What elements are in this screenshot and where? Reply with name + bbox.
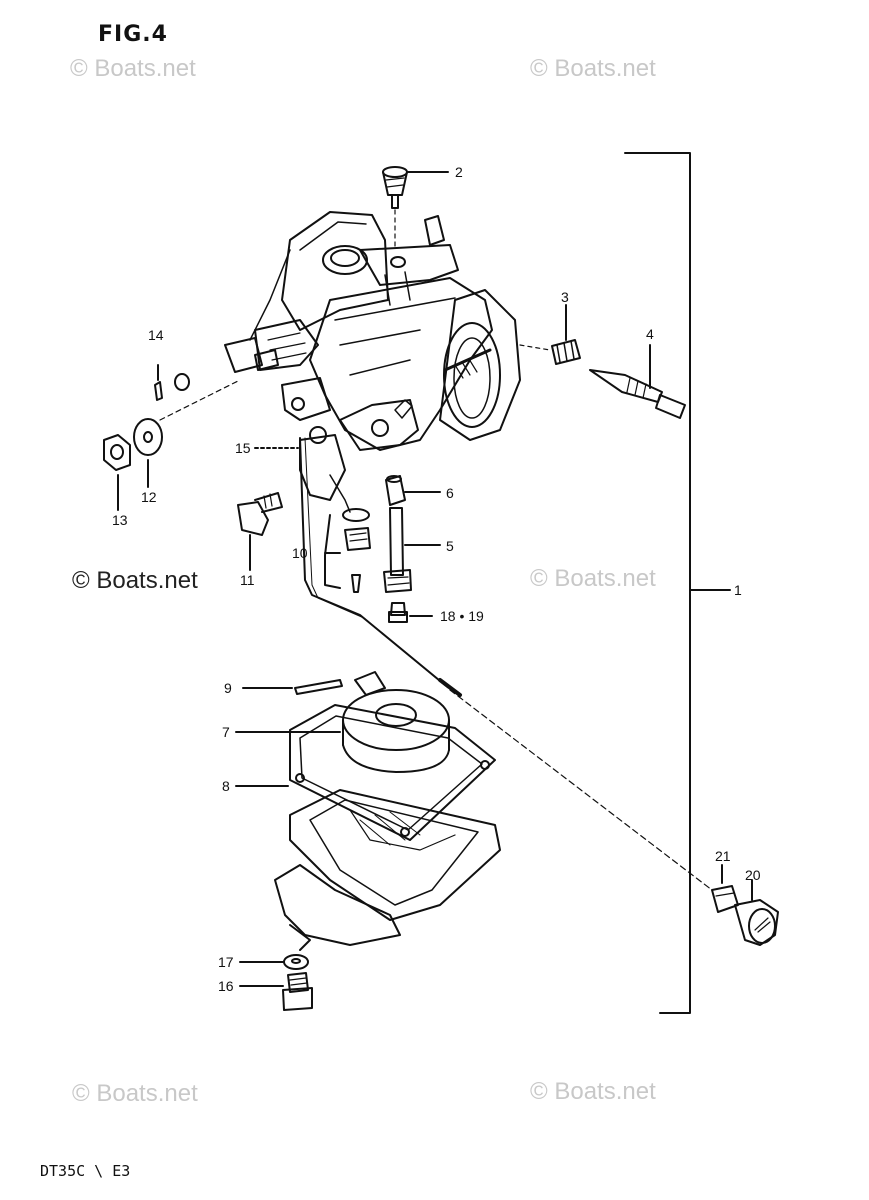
screw-4 — [589, 369, 686, 419]
washer-12 — [133, 418, 163, 456]
callout-1[interactable]: 1 — [734, 582, 742, 598]
main-jet-18-19 — [388, 602, 408, 623]
callout-18-19[interactable]: 18 • 19 — [440, 608, 484, 624]
screw-2 — [382, 166, 408, 209]
callout-7[interactable]: 7 — [222, 724, 230, 740]
watermark: © Boats.net — [72, 567, 198, 594]
callout-13[interactable]: 13 — [112, 512, 128, 528]
knob-20 — [734, 899, 779, 946]
callout-8[interactable]: 8 — [222, 778, 230, 794]
callout-5[interactable]: 5 — [446, 538, 454, 554]
callout-20[interactable]: 20 — [745, 867, 761, 883]
callout-10[interactable]: 10 — [292, 545, 308, 561]
jet-6 — [385, 475, 406, 506]
screw-11 — [237, 492, 283, 536]
callout-16[interactable]: 16 — [218, 978, 234, 994]
watermark: © Boats.net — [530, 1078, 656, 1105]
float-7 — [342, 689, 450, 773]
callout-21[interactable]: 21 — [715, 848, 731, 864]
watermark: © Boats.net — [70, 55, 196, 82]
float-bowl — [274, 789, 501, 951]
float-valve-10 — [342, 508, 371, 593]
callout-15[interactable]: 15 — [235, 440, 251, 456]
watermark: © Boats.net — [530, 565, 656, 592]
callout-14[interactable]: 14 — [148, 327, 164, 343]
cap-21 — [711, 885, 739, 913]
carburetor-body — [224, 211, 521, 501]
pin-14 — [154, 364, 163, 401]
watermark: © Boats.net — [530, 55, 656, 82]
callout-17[interactable]: 17 — [218, 954, 234, 970]
screw-16 — [282, 972, 313, 1011]
link-rod-15 — [299, 437, 462, 697]
tube-5 — [383, 507, 412, 593]
nut-13 — [103, 434, 131, 471]
callout-2[interactable]: 2 — [455, 164, 463, 180]
model-code: DT35C \ E3 — [40, 1162, 131, 1180]
gasket-8 — [289, 704, 496, 841]
callout-6[interactable]: 6 — [446, 485, 454, 501]
figure-label: FIG.4 — [98, 22, 168, 47]
pin-9 — [294, 679, 343, 695]
callout-12[interactable]: 12 — [141, 489, 157, 505]
spring-3 — [551, 339, 581, 365]
watermark: © Boats.net — [72, 1080, 198, 1107]
callout-4[interactable]: 4 — [646, 326, 654, 342]
callout-9[interactable]: 9 — [224, 680, 232, 696]
callout-3[interactable]: 3 — [561, 289, 569, 305]
washer-17 — [283, 954, 309, 970]
assembly-bracket — [624, 152, 691, 1014]
callout-11[interactable]: 11 — [240, 572, 255, 588]
